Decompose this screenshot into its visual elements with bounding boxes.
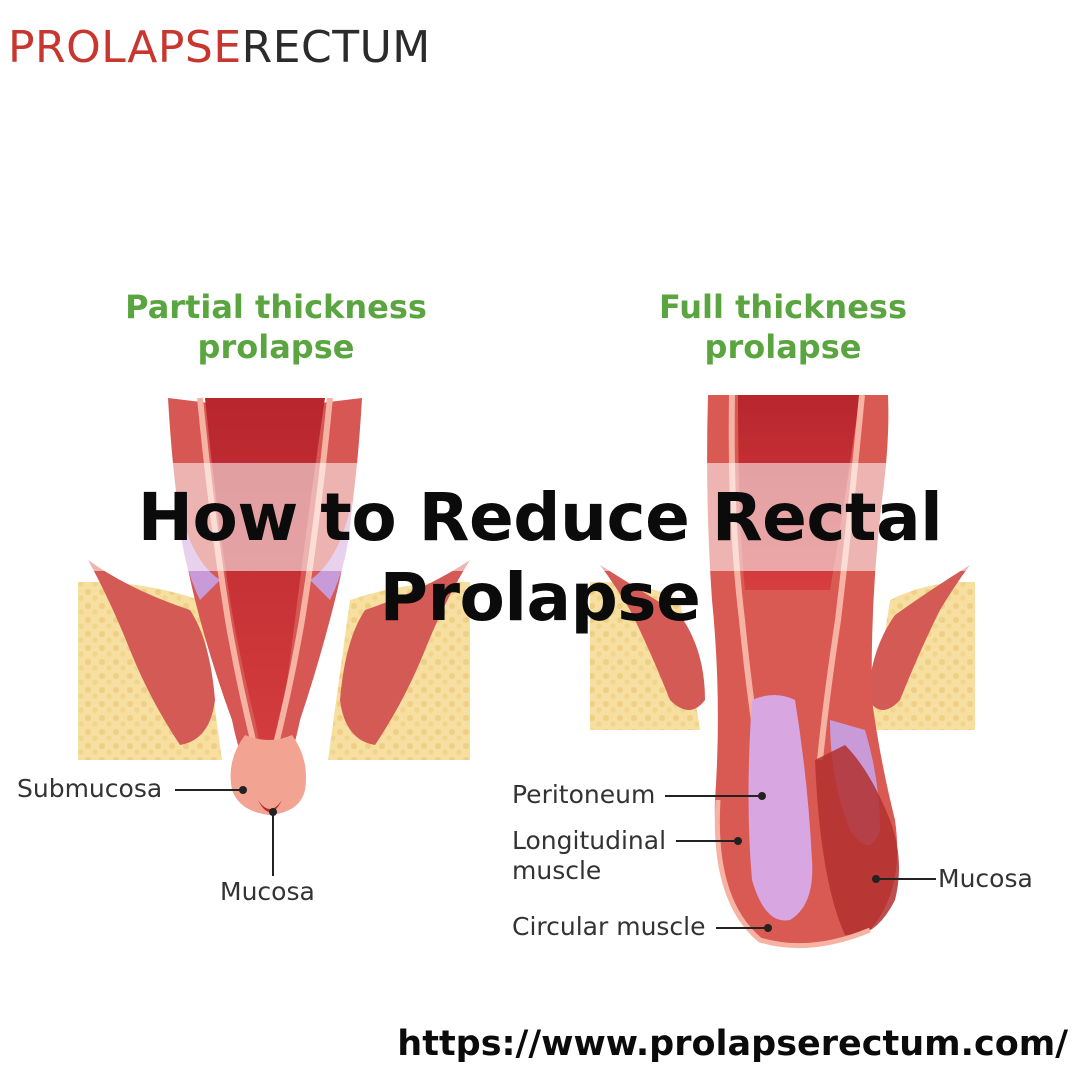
full-title-line1: Full thickness — [659, 288, 907, 326]
partial-thickness-diagram — [78, 397, 470, 815]
label-longitudinal-line2: muscle — [512, 856, 602, 885]
prolapsed-mass — [815, 745, 899, 936]
label-peritoneum: Peritoneum — [512, 780, 656, 809]
label-circular-muscle: Circular muscle — [512, 912, 706, 941]
prolapse-tip — [258, 800, 282, 812]
headline: How to Reduce Rectal Prolapse — [137, 479, 943, 636]
label-mucosa-left: Mucosa — [220, 877, 315, 906]
pelvic-muscle-left-2 — [600, 565, 705, 710]
label-longitudinal-muscle: Longitudinal muscle — [512, 826, 666, 886]
partial-thickness-title: Partial thickness prolapse — [96, 287, 456, 367]
inner-mucosa-boundary-right — [817, 394, 865, 761]
dot-mucosa-left — [269, 808, 277, 816]
partial-title-line1: Partial thickness — [125, 288, 427, 326]
partial-title-line2: prolapse — [197, 328, 355, 366]
circular-muscle-outline — [714, 799, 871, 949]
prolapsed-mucosa-bulb — [230, 735, 307, 815]
peritoneum-pouch — [748, 695, 813, 921]
full-thickness-title: Full thickness prolapse — [603, 287, 963, 367]
logo-part-rectum: RECTUM — [241, 22, 431, 73]
website-url: https://www.prolapserectum.com/ — [397, 1024, 1068, 1064]
headline-banner — [0, 463, 1080, 571]
logo-part-prolapse: PROLAPSE — [8, 22, 242, 73]
pelvic-muscle-right — [340, 560, 470, 745]
peritoneum-layer-right — [310, 500, 352, 600]
pelvic-muscle-left — [88, 560, 215, 745]
dot-mucosa-right — [872, 875, 880, 883]
pelvic-muscle-right-2 — [868, 565, 970, 710]
full-title-line2: prolapse — [704, 328, 862, 366]
brand-logo: PROLAPSERECTUM — [8, 26, 431, 70]
dot-submucosa — [239, 786, 247, 794]
leader-lines — [175, 786, 936, 932]
dot-longitudinal — [734, 837, 742, 845]
label-longitudinal-line1: Longitudinal — [512, 826, 667, 855]
label-mucosa-right: Mucosa — [938, 864, 1033, 893]
dot-peritoneum — [758, 792, 766, 800]
label-submucosa: Submucosa — [17, 774, 163, 803]
dot-circular — [764, 924, 772, 932]
peritoneum-layer-left — [178, 500, 220, 600]
